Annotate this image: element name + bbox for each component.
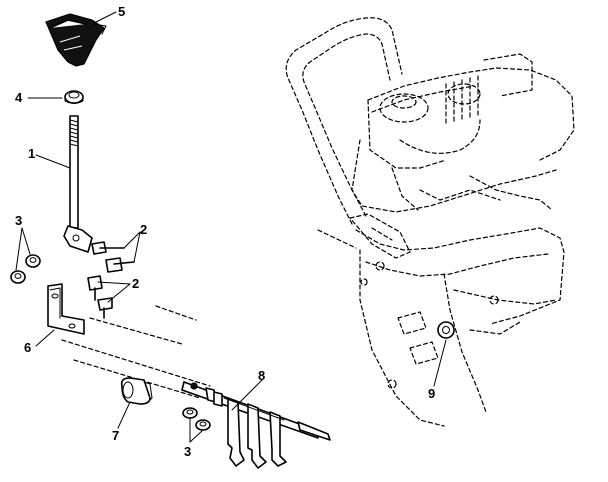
callout-3-upper: 3 [15, 213, 22, 228]
flange-nut-upper [25, 254, 41, 268]
shift-rod-centerlines [61, 229, 357, 399]
callout-2-lower: 2 [132, 276, 139, 291]
flange-nut-rod-1 [182, 407, 198, 419]
shift-rod [181, 381, 331, 469]
callout-7: 7 [112, 428, 119, 443]
shift-knob [45, 13, 107, 67]
callout-1: 1 [28, 146, 35, 161]
flange-nut-rod-2 [195, 419, 211, 431]
callout-5: 5 [118, 4, 125, 19]
callout-8: 8 [258, 368, 265, 383]
shift-lever [63, 115, 93, 253]
callout-2-upper: 2 [140, 222, 147, 237]
callout-3-lower: 3 [184, 444, 191, 459]
bolt-upper-1 [91, 241, 125, 255]
rod-bushing [120, 377, 153, 405]
lever-bracket [47, 283, 85, 335]
bolt-upper-2 [105, 257, 135, 273]
frame-nut [437, 321, 455, 339]
flange-nut-lower [10, 270, 26, 284]
lever-nut [64, 90, 84, 104]
leader-lines [15, 11, 447, 443]
callout-4: 4 [15, 90, 23, 105]
callout-9: 9 [428, 386, 435, 401]
callout-6: 6 [24, 340, 31, 355]
snowblower-frame-outline [285, 17, 575, 427]
bolt-middle [87, 275, 103, 301]
